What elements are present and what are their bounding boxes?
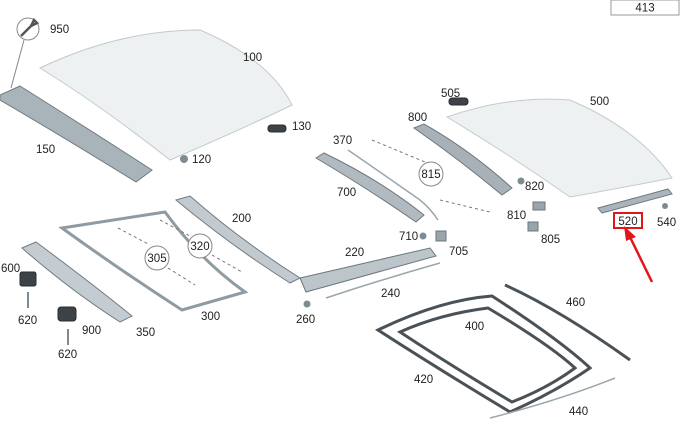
strip-240 [325, 262, 441, 299]
plug-505 [448, 97, 469, 106]
callout-800: 800 [408, 112, 427, 124]
callout-815: 815 [421, 169, 440, 181]
callout-420: 420 [414, 374, 433, 386]
callout-440: 440 [569, 406, 588, 418]
callout-100: 100 [243, 52, 262, 64]
dash-320-a [159, 219, 191, 237]
red-pointer-arrow [624, 226, 654, 283]
panel-150 [0, 85, 153, 183]
bar-700 [315, 152, 425, 223]
bar-800 [412, 123, 513, 196]
callout-540: 540 [657, 217, 676, 229]
dash-815-b [439, 199, 491, 213]
bolt-120 [180, 155, 188, 163]
callout-700: 700 [337, 187, 356, 199]
callout-305: 305 [147, 253, 166, 265]
bracket-705 [435, 230, 447, 242]
callout-505: 505 [441, 88, 460, 100]
callout-805: 805 [541, 234, 560, 246]
highlight-box-520 [613, 212, 643, 229]
callout-120: 120 [192, 154, 211, 166]
callout-circle-815 [418, 161, 444, 187]
bolt-820 [517, 177, 525, 185]
sunroof-glass-500 [445, 98, 673, 198]
seal-400 [374, 294, 593, 414]
callout-320: 320 [190, 241, 209, 253]
callout-300: 300 [201, 311, 220, 323]
bracket-810 [532, 201, 546, 211]
callout-620-a: 620 [18, 315, 37, 327]
trim-520 [597, 188, 673, 214]
seal-460 [504, 283, 631, 362]
frame-300 [58, 210, 249, 312]
callout-220: 220 [345, 247, 364, 259]
callout-130: 130 [292, 121, 311, 133]
callout-705: 705 [449, 246, 468, 258]
page-number-box: 413 [610, 0, 680, 16]
dash-305-b [167, 267, 196, 286]
bolt-540 [662, 203, 668, 209]
motor-900 [57, 306, 77, 322]
callout-350: 350 [136, 327, 155, 339]
page-number: 413 [635, 3, 654, 15]
callout-240: 240 [381, 288, 400, 300]
cable-370 [347, 149, 439, 221]
seal-440 [489, 377, 616, 419]
callout-900: 900 [82, 325, 101, 337]
callout-810: 810 [507, 210, 526, 222]
callout-circle-305 [144, 245, 170, 271]
roof-panel-100 [38, 29, 293, 161]
callout-950: 950 [50, 24, 69, 36]
seal-420 [396, 306, 578, 404]
bolt-260 [303, 300, 311, 308]
callout-600: 600 [1, 263, 20, 275]
dash-815-a [371, 139, 426, 163]
callout-200: 200 [232, 213, 251, 225]
callout-620-b: 620 [58, 349, 77, 361]
callout-520: 520 [618, 216, 637, 228]
motor-600 [19, 271, 37, 287]
plug-130 [267, 124, 287, 133]
callout-500: 500 [590, 96, 609, 108]
callout-460: 460 [566, 297, 585, 309]
wrench-icon [10, 17, 40, 89]
side-rail-350 [21, 241, 133, 323]
callout-260: 260 [296, 314, 315, 326]
callout-820: 820 [525, 181, 544, 193]
callout-710: 710 [399, 231, 418, 243]
callout-370: 370 [333, 135, 352, 147]
callout-400: 400 [465, 321, 484, 333]
bracket-805 [527, 221, 539, 232]
bolt-710 [419, 232, 427, 240]
front-rail-220 [299, 247, 437, 293]
callout-150: 150 [36, 144, 55, 156]
dash-305-a [117, 227, 151, 246]
callout-circle-320 [187, 233, 213, 259]
